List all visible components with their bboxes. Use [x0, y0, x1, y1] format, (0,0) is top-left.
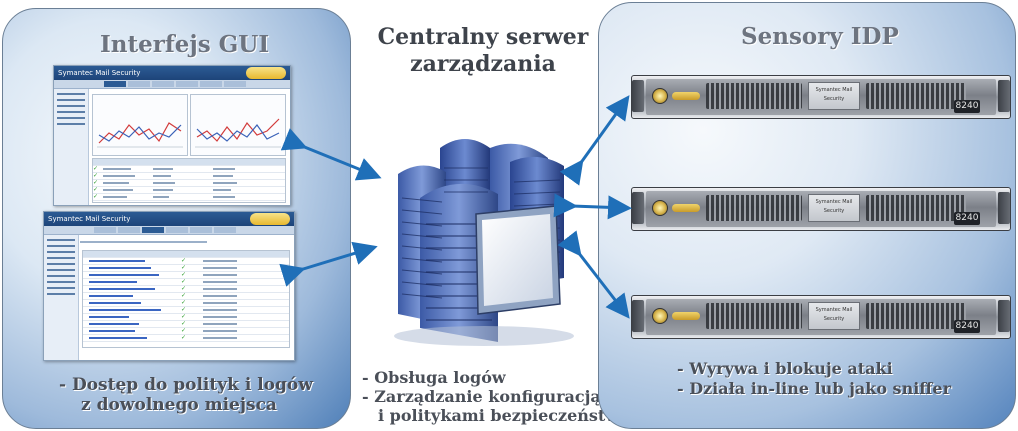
power-button-icon [652, 308, 668, 324]
sensor-badge: Symantec Mail Security [808, 82, 860, 110]
gui-caption-line: z dowolnego miejsca [81, 395, 277, 415]
sensor-model-label: 8240 [954, 212, 980, 225]
vent-grille-icon [706, 303, 802, 329]
sensors-caption: - Wyrywa i blokuje ataki - Działa in-lin… [677, 359, 951, 399]
screenshot-app-title: Symantec Mail Security [58, 69, 141, 77]
central-server-caption-line: i politykami bezpieczeństwa [378, 406, 630, 425]
central-server-title: Centralny serwer zarządzania [368, 24, 598, 78]
vent-grille-icon [706, 83, 802, 109]
rack-ear-icon [998, 80, 1010, 112]
power-button-icon [652, 88, 668, 104]
screenshot-main-area: ✓ ✓ ✓ ✓ ✓ ✓ ✓ ✓ ✓ ✓ ✓ ✓ [80, 238, 291, 357]
power-button-icon [652, 200, 668, 216]
screenshot-title-bar: Symantec Mail Security [54, 66, 290, 80]
sensor-model-label: 8240 [954, 100, 980, 113]
idp-sensors-panel: Sensory IDP Symantec Mail Security 8240 … [598, 2, 1016, 429]
idp-sensor-appliance: Symantec Mail Security 8240 [631, 295, 1011, 339]
chart-lines-icon [195, 118, 281, 148]
screenshot-tabs [44, 226, 294, 235]
policies-table-thumbnail: ✓ ✓ ✓ ✓ ✓ ✓ ✓ ✓ ✓ ✓ ✓ ✓ [82, 250, 290, 348]
idp-sensor-appliance: Symantec Mail Security 8240 [631, 187, 1011, 231]
sensor-model-label: 8240 [954, 320, 980, 333]
sensors-panel-title: Sensory IDP [741, 23, 899, 50]
screenshot-main-area: ✓ ✓ ✓ ✓ ✓ [90, 92, 287, 203]
vent-grille-icon [706, 195, 802, 221]
gui-dashboard-screenshot: Symantec Mail Security [53, 65, 291, 206]
rack-ear-icon [632, 192, 644, 224]
gui-caption-line: - Dostęp do polityk i logów [59, 375, 313, 395]
screenshot-app-title: Symantec Mail Security [48, 215, 131, 223]
central-server-title-line: zarządzania [410, 51, 556, 77]
gui-panel-title: Interfejs GUI [100, 31, 270, 58]
spam-chart-thumbnail [92, 94, 188, 156]
symantec-logo-icon [250, 213, 290, 225]
screenshot-title-bar: Symantec Mail Security [44, 212, 294, 226]
virus-chart-thumbnail [190, 94, 286, 156]
symantec-logo-icon [672, 204, 700, 212]
symantec-logo-icon [672, 312, 700, 320]
sensors-caption-line: - Działa in-line lub jako sniffer [677, 379, 952, 398]
screenshot-sidebar [54, 89, 89, 205]
vent-grille-icon [866, 83, 966, 109]
sensor-badge: Symantec Mail Security [808, 194, 860, 222]
central-server-caption-line: - Zarządzanie konfiguracją [362, 387, 601, 406]
screenshot-tabs [54, 80, 290, 89]
rack-ear-icon [632, 300, 644, 332]
central-server-caption: - Obsługa logów - Zarządzanie konfigurac… [362, 368, 629, 425]
rack-ear-icon [998, 300, 1010, 332]
symantec-logo-icon [672, 92, 700, 100]
central-server-caption-line: - Obsługa logów [362, 368, 506, 387]
central-server-title-line: Centralny serwer [377, 24, 589, 50]
central-server-icon [380, 128, 576, 350]
gui-policies-screenshot: Symantec Mail Security ✓ ✓ ✓ ✓ ✓ ✓ ✓ ✓ ✓… [43, 211, 295, 361]
chart-lines-icon [97, 122, 183, 148]
rack-ear-icon [998, 192, 1010, 224]
vent-grille-icon [866, 195, 966, 221]
gui-interface-panel: Interfejs GUI Symantec Mail Security [2, 8, 351, 429]
rack-ear-icon [632, 80, 644, 112]
screenshot-sidebar [44, 235, 79, 360]
summary-table-thumbnail: ✓ ✓ ✓ ✓ ✓ [92, 158, 286, 203]
idp-sensor-appliance: Symantec Mail Security 8240 [631, 75, 1011, 119]
sensor-badge: Symantec Mail Security [808, 302, 860, 330]
sensors-caption-line: - Wyrywa i blokuje ataki [677, 359, 893, 378]
vent-grille-icon [866, 303, 966, 329]
gui-caption: - Dostęp do polityk i logów z dowolnego … [59, 375, 313, 415]
symantec-logo-icon [246, 67, 286, 79]
